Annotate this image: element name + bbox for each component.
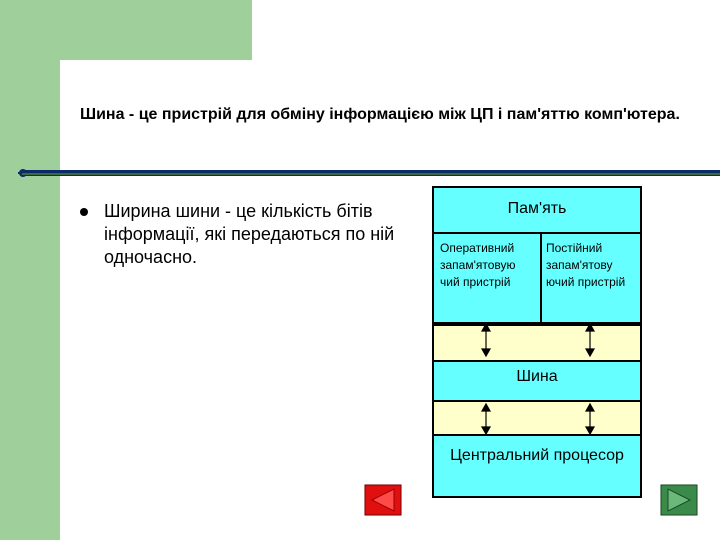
previous-slide-button[interactable] — [364, 484, 402, 516]
cpu-label: Центральний процесор — [450, 447, 624, 464]
bullet-icon — [80, 208, 88, 216]
slide-title: Шина - це пристрій для обміну інформаціє… — [80, 106, 680, 123]
top-accent-bar — [0, 0, 252, 60]
ram-label: Оперативний запам'ятовую чий пристрій — [440, 241, 516, 289]
content-corner — [60, 60, 100, 100]
lower-bus-link — [432, 400, 642, 436]
cpu-block: Центральний процесор — [432, 434, 642, 498]
title-divider — [18, 169, 720, 177]
rom-label: Постійний запам'ятову ючий пристрій — [546, 241, 626, 289]
left-accent-bar — [0, 0, 60, 540]
next-slide-button[interactable] — [660, 484, 698, 516]
triangle-right-icon — [667, 488, 692, 512]
memory-title: Пам'ять — [507, 200, 567, 217]
bus-label: Шина — [516, 368, 558, 385]
memory-split — [540, 232, 542, 322]
bus-block: Шина — [432, 360, 642, 402]
bullet-text: Ширина шини - це кількість бітів інформа… — [104, 201, 395, 267]
triangle-left-icon — [370, 488, 395, 512]
memory-divider — [434, 232, 640, 234]
upper-bus-link — [432, 324, 642, 362]
memory-block: Пам'ять Оперативний запам'ятовую чий при… — [432, 186, 642, 324]
